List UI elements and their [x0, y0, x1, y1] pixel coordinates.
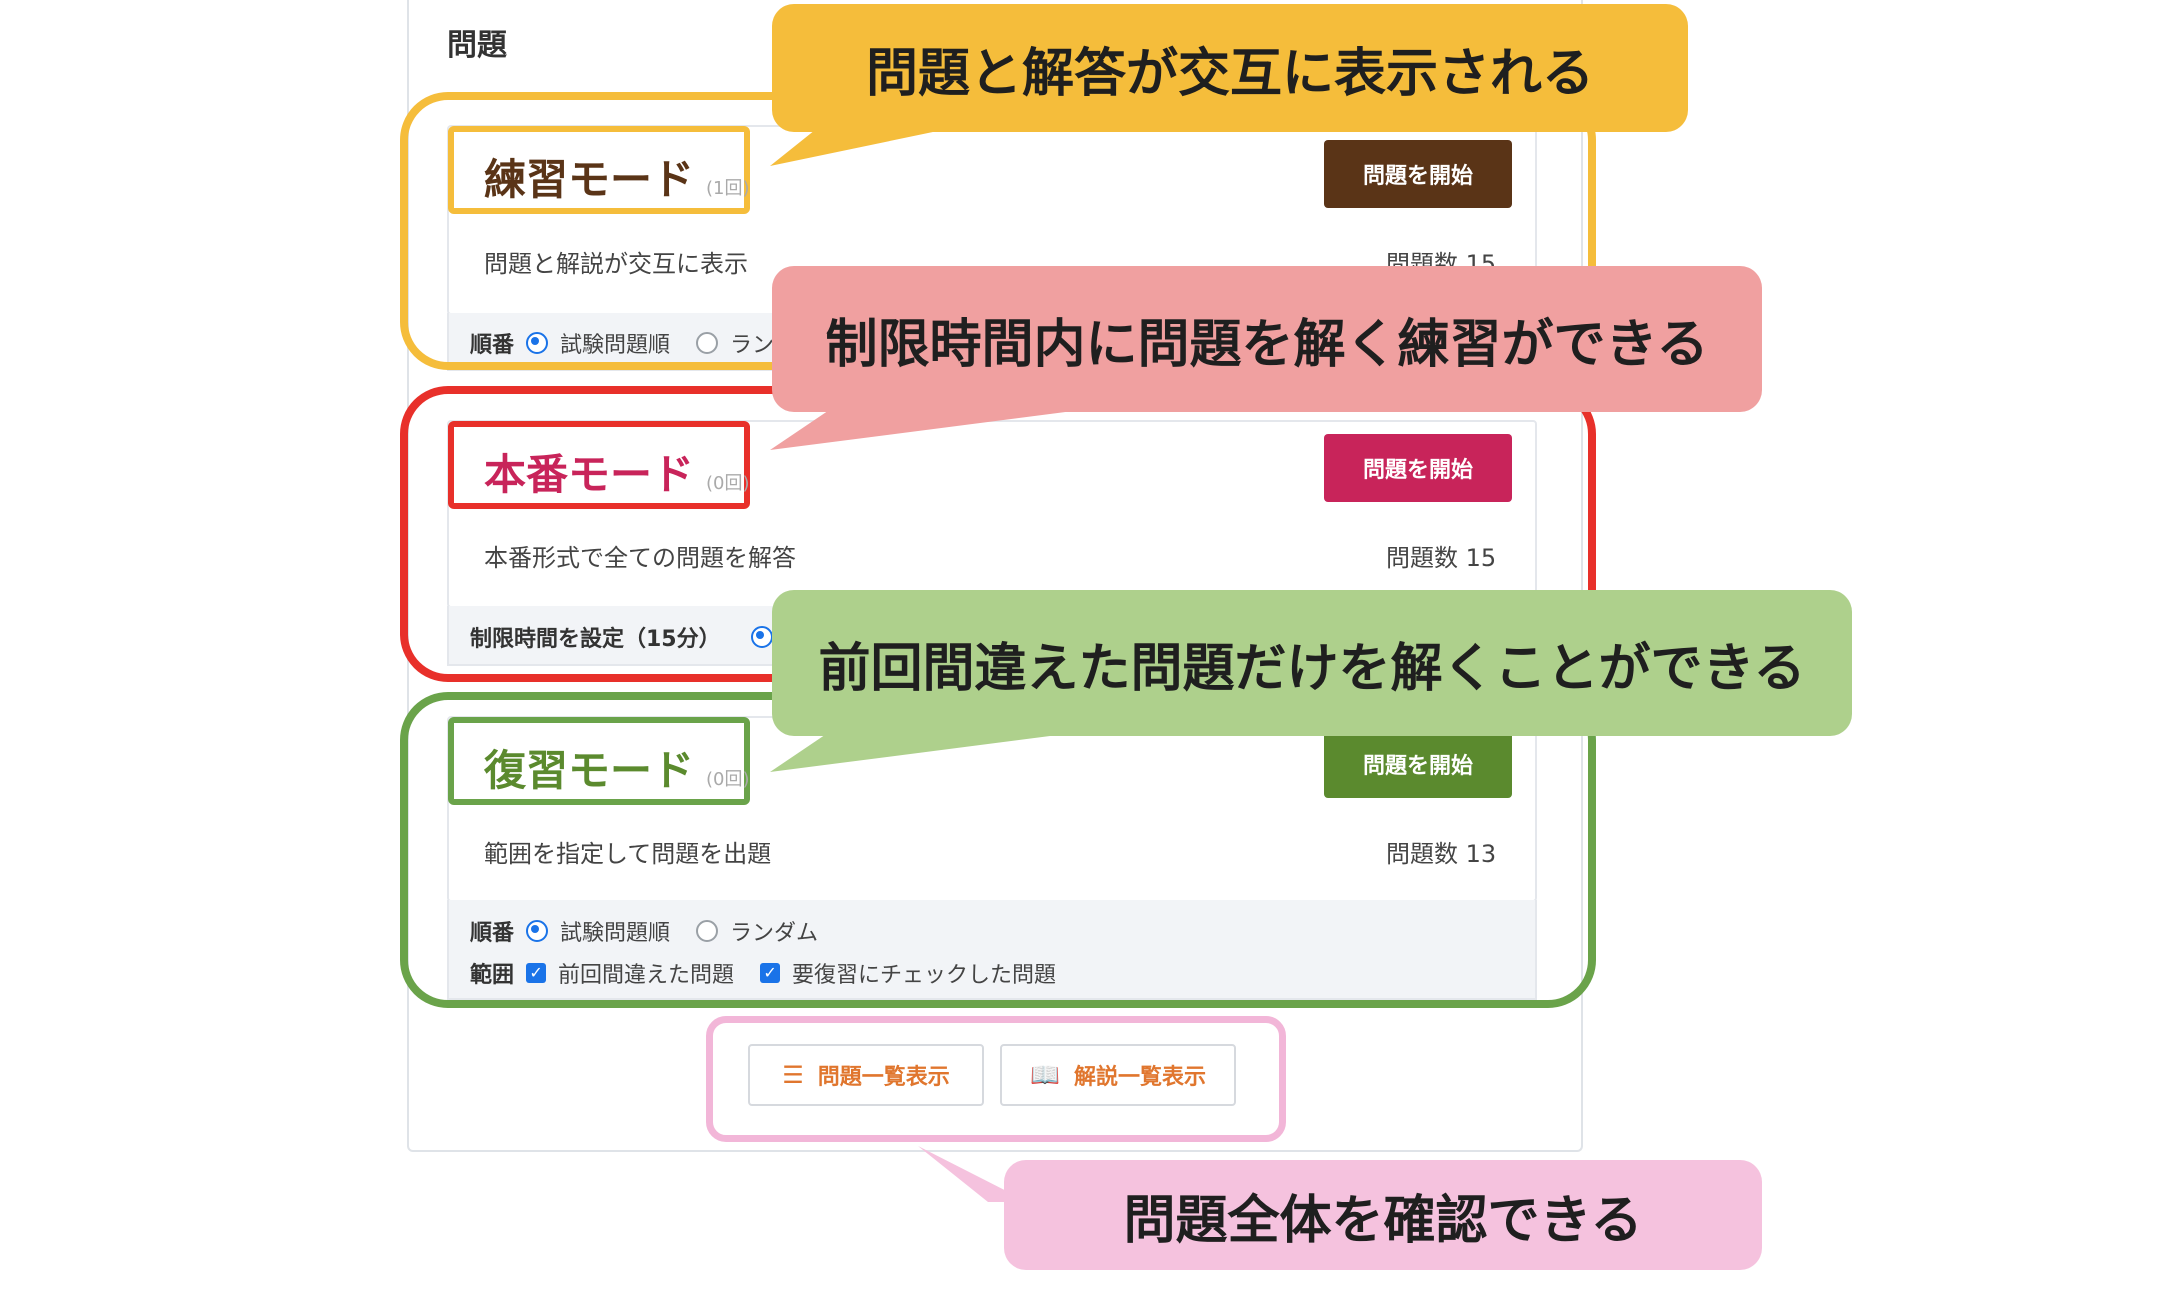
practice-mode-title: 練習モード (1回) — [484, 146, 750, 207]
review-mode-title-text: 復習モード — [484, 746, 695, 795]
practice-mode-title-box — [448, 126, 750, 214]
exam-question-count: 問題数 15 — [1386, 544, 1497, 572]
review-range-option-flagged: 要復習にチェックした問題 — [792, 963, 1057, 988]
exam-callout: 制限時間内に問題を解く練習ができる — [772, 266, 1762, 412]
book-icon: 📖 — [1030, 1061, 1060, 1089]
review-range-label: 範囲 — [470, 963, 515, 988]
review-order-label: 順番 — [470, 921, 515, 946]
list-callout: 問題全体を確認できる — [1004, 1160, 1762, 1270]
question-list-label: 問題一覧表示 — [817, 1065, 950, 1090]
list-buttons-highlight-outline — [706, 1016, 1286, 1142]
review-start-button[interactable]: 問題を開始 — [1324, 730, 1512, 798]
practice-order-option-exam: 試験問題順 — [560, 333, 671, 358]
list-callout-tail — [918, 1146, 1028, 1202]
practice-description: 問題と解説が交互に表示 — [484, 250, 748, 278]
review-order-option-random: ランダム — [730, 921, 819, 946]
practice-mode-count: (1回) — [706, 178, 750, 199]
answer-list-button[interactable]: 📖 解説一覧表示 — [1000, 1044, 1236, 1106]
review-mode-footer — [447, 900, 1537, 1000]
review-range-option-wrong: 前回間違えた問題 — [558, 963, 735, 988]
exam-mode-count: (0回) — [706, 473, 750, 494]
review-range-row: 範囲 ✓ 前回間違えた問題 ✓ 要復習にチェックした問題 — [470, 958, 1056, 988]
practice-order-radio-random[interactable] — [696, 332, 719, 354]
answer-list-label: 解説一覧表示 — [1073, 1065, 1206, 1090]
review-order-row: 順番 試験問題順 ランダム — [470, 916, 818, 946]
practice-mode-title-text: 練習モード — [484, 155, 695, 204]
review-range-checkbox-wrong[interactable]: ✓ — [526, 963, 547, 983]
exam-time-label: 制限時間を設定（15分） — [470, 627, 721, 652]
review-mode-title: 復習モード (0回) — [484, 737, 750, 798]
review-question-count: 問題数 13 — [1386, 840, 1497, 868]
exam-mode-title-text: 本番モード — [484, 450, 695, 499]
review-order-radio-exam[interactable] — [526, 920, 549, 942]
review-order-option-exam: 試験問題順 — [560, 921, 671, 946]
practice-order-row: 順番 試験問題順 ランダ — [470, 328, 796, 358]
review-order-radio-random[interactable] — [696, 920, 719, 942]
exam-time-row: 制限時間を設定（15分） あ — [470, 622, 807, 652]
panel-title: 問題 — [447, 28, 507, 63]
review-callout: 前回間違えた問題だけを解くことができる — [772, 590, 1852, 736]
list-icon: ☰ — [782, 1061, 804, 1089]
practice-order-radio-exam[interactable] — [526, 332, 549, 354]
review-mode-title-box — [448, 717, 750, 805]
question-list-button[interactable]: ☰ 問題一覧表示 — [748, 1044, 984, 1106]
exam-mode-title: 本番モード (0回) — [484, 441, 750, 502]
exam-time-radio[interactable] — [750, 626, 773, 648]
practice-start-button[interactable]: 問題を開始 — [1324, 140, 1512, 208]
review-description: 範囲を指定して問題を出題 — [484, 840, 772, 868]
practice-order-label: 順番 — [470, 333, 515, 358]
practice-callout: 問題と解答が交互に表示される — [772, 4, 1688, 132]
review-mode-count: (0回) — [706, 769, 750, 790]
exam-start-button[interactable]: 問題を開始 — [1324, 434, 1512, 502]
review-range-checkbox-flagged[interactable]: ✓ — [760, 963, 781, 983]
exam-mode-title-box — [448, 421, 750, 509]
exam-description: 本番形式で全ての問題を解答 — [484, 544, 796, 572]
